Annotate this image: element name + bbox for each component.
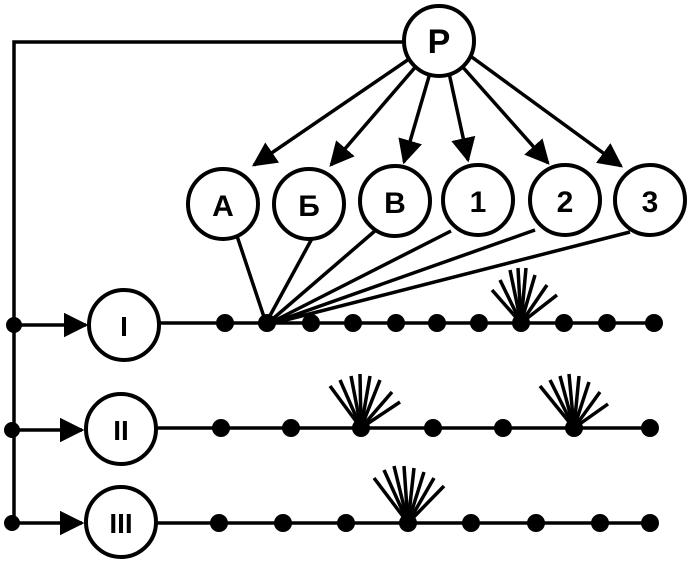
root-to-rail-line [12, 40, 407, 522]
row1-dot [344, 314, 362, 332]
node-v: В [358, 164, 432, 238]
row1-dot [512, 314, 530, 332]
fan-row2-left [328, 373, 401, 430]
edges-layer [12, 40, 654, 536]
row2-dot [352, 419, 370, 437]
arrow-root-to-3 [467, 53, 623, 168]
fan-ray [538, 384, 576, 430]
link-b-to-row1 [264, 232, 317, 324]
node-root: Р [402, 4, 476, 78]
fans-layer [328, 267, 610, 525]
row2-dot [641, 419, 659, 437]
node-row-1: I [87, 288, 161, 362]
row3-dot [274, 514, 292, 532]
row1-dot [216, 314, 234, 332]
row1-dot [387, 314, 405, 332]
node-root-label: Р [428, 23, 451, 61]
link-a-to-row1 [234, 232, 268, 324]
link-3-to-row1 [273, 230, 631, 325]
node-2-label: 2 [557, 186, 574, 219]
arrow-root-to-2 [458, 62, 550, 165]
row1-dot [428, 314, 446, 332]
link-v-to-row1 [266, 228, 378, 325]
row3-dot [337, 514, 355, 532]
node-row-2: II [84, 392, 158, 466]
row3-dot [591, 514, 609, 532]
rail-dot [6, 317, 22, 333]
node-a-label: А [212, 190, 234, 223]
row3-dot [399, 514, 417, 532]
node-3: 3 [613, 163, 687, 237]
row2-dot [282, 419, 300, 437]
row1-dot [302, 314, 320, 332]
fan-ray [519, 267, 528, 324]
node-2: 2 [528, 163, 602, 237]
node-row-2-label: II [113, 415, 129, 446]
row2-dot [494, 419, 512, 437]
node-v-label: В [384, 187, 406, 220]
row1-dot [258, 314, 276, 332]
node-1-label: 1 [470, 186, 487, 219]
arrow-root-to-1 [447, 72, 476, 163]
fan-ray [406, 467, 416, 524]
row1-dot [555, 314, 573, 332]
node-row-3: III [84, 485, 158, 559]
fan-ray [382, 469, 410, 524]
fan-row3 [372, 465, 446, 525]
arrow-root-to-b [329, 62, 420, 167]
row1-dot [645, 314, 663, 332]
node-row-1-label: I [120, 311, 128, 342]
dots-layer [4, 314, 663, 532]
arrow-root-to-v [398, 72, 432, 165]
row3-dot [210, 514, 228, 532]
node-row-3-label: III [109, 508, 132, 539]
rail-dot [4, 422, 20, 438]
fan-ray [372, 476, 410, 525]
rail-dot [4, 515, 20, 531]
row1-dot [598, 314, 616, 332]
node-1: 1 [441, 163, 515, 237]
node-3-label: 3 [642, 186, 659, 219]
node-b-label: Б [298, 190, 320, 223]
node-b: Б [272, 167, 346, 241]
row3-dot [641, 514, 659, 532]
row1-dot [470, 314, 488, 332]
link-2-to-row1 [271, 228, 536, 325]
row3-dot [462, 514, 480, 532]
node-a: А [186, 167, 260, 241]
row2-dot [424, 419, 442, 437]
arrow-root-to-a [251, 55, 413, 167]
link-1-to-row1 [269, 229, 452, 325]
row2-dot [212, 419, 230, 437]
row2-dot [565, 419, 583, 437]
row3-dot [527, 514, 545, 532]
